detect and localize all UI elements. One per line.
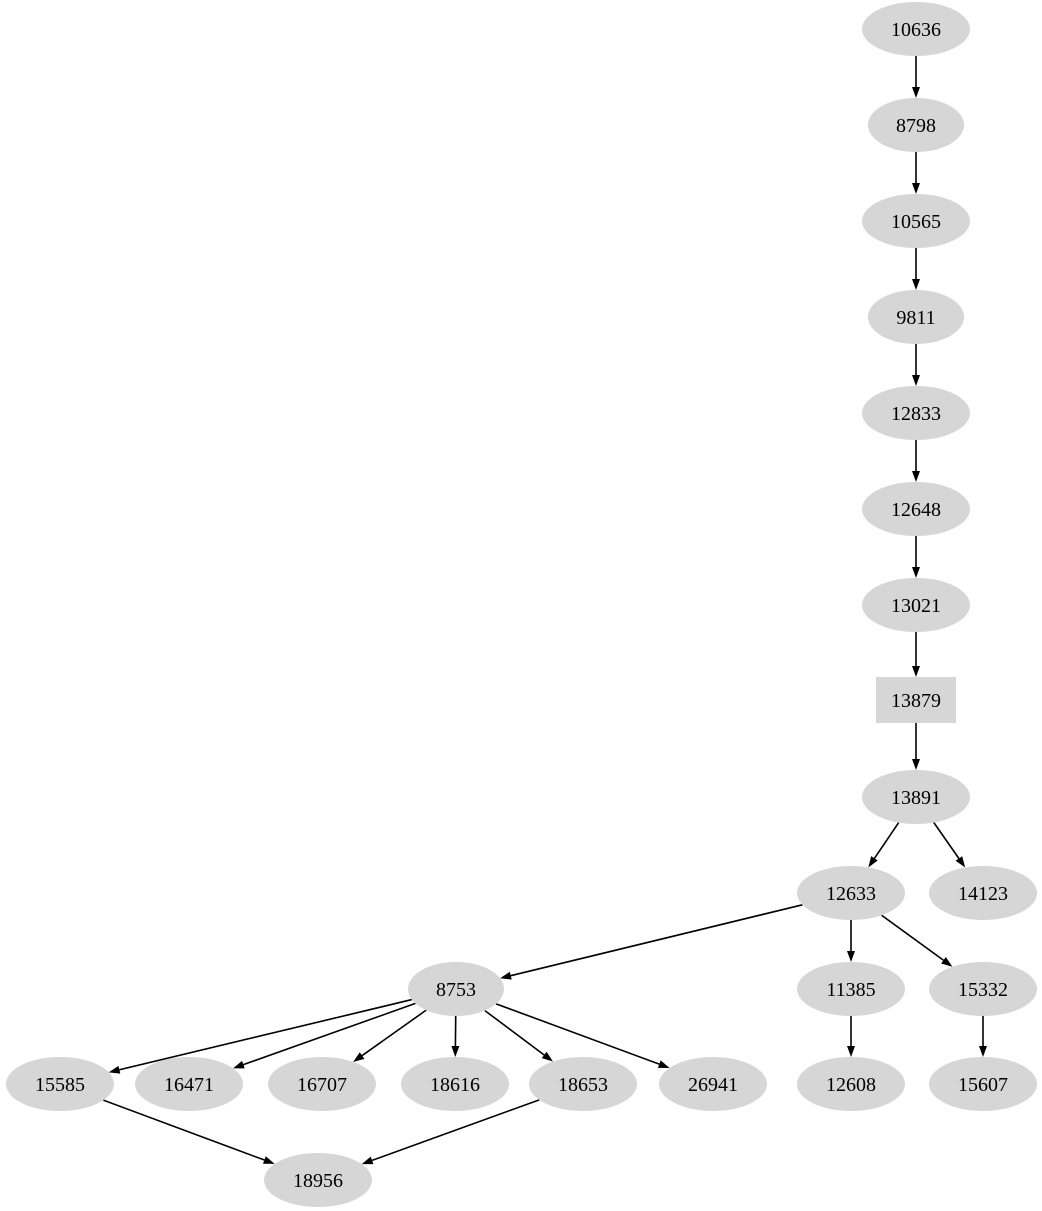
edge-arrowhead [451, 1045, 460, 1057]
node-ellipse-shape [268, 1057, 376, 1111]
edges-layer [103, 56, 987, 1165]
graph-edge [912, 723, 920, 770]
graph-edge [912, 248, 920, 290]
graph-node-11385[interactable]: 11385 [797, 962, 905, 1016]
edge-arrowhead [500, 971, 512, 980]
graph-edge [353, 1009, 427, 1062]
edge-arrowhead [353, 1052, 365, 1062]
edge-arrowhead [847, 1046, 855, 1057]
node-box-shape [876, 677, 956, 723]
edge-arrowhead [262, 1156, 275, 1164]
edge-arrowhead [912, 87, 920, 98]
node-ellipse-shape [797, 1057, 905, 1111]
graph-node-15607[interactable]: 15607 [929, 1057, 1037, 1111]
edge-arrowhead [912, 567, 920, 578]
graph-edge [847, 920, 855, 962]
node-ellipse-shape [862, 578, 970, 632]
graph-node-15585[interactable]: 15585 [6, 1057, 114, 1111]
graph-node-16707[interactable]: 16707 [268, 1057, 376, 1111]
graph-node-10636[interactable]: 10636 [862, 2, 970, 56]
graph-node-12648[interactable]: 12648 [862, 482, 970, 536]
graph-node-18653[interactable]: 18653 [529, 1057, 637, 1111]
node-ellipse-shape [264, 1153, 372, 1207]
graph-edge [500, 904, 803, 980]
edge-arrowhead [912, 375, 920, 386]
graph-node-8798[interactable]: 8798 [868, 98, 964, 152]
node-ellipse-shape [797, 866, 905, 920]
graph-edge [881, 914, 953, 967]
node-ellipse-shape [135, 1057, 243, 1111]
graph-edge [108, 998, 413, 1074]
node-ellipse-shape [862, 2, 970, 56]
edge-arrowhead [657, 1060, 670, 1068]
graph-edge [451, 1015, 460, 1057]
graph-node-15332[interactable]: 15332 [929, 962, 1037, 1016]
graph-node-16471[interactable]: 16471 [135, 1057, 243, 1111]
node-ellipse-shape [408, 962, 504, 1016]
graph-node-13021[interactable]: 13021 [862, 578, 970, 632]
graph-edge [233, 1002, 416, 1069]
graph-edge [912, 344, 920, 386]
graph-node-12608[interactable]: 12608 [797, 1057, 905, 1111]
edge-arrowhead [847, 951, 855, 962]
node-ellipse-shape [868, 290, 964, 344]
node-ellipse-shape [6, 1057, 114, 1111]
node-ellipse-shape [862, 482, 970, 536]
edge-arrowhead [868, 856, 878, 868]
node-ellipse-shape [659, 1057, 767, 1111]
graph-node-8753[interactable]: 8753 [408, 962, 504, 1016]
node-ellipse-shape [401, 1057, 509, 1111]
node-ellipse-shape [862, 386, 970, 440]
graph-edge [495, 1003, 670, 1068]
edge-arrowhead [912, 279, 920, 290]
edge-arrowhead [108, 1065, 121, 1074]
graph-node-12633[interactable]: 12633 [797, 866, 905, 920]
edge-arrowhead [912, 759, 920, 770]
graph-node-18956[interactable]: 18956 [264, 1153, 372, 1207]
graph-edge [933, 822, 966, 868]
graph-edge [484, 1009, 553, 1062]
graph-edge [361, 1099, 540, 1165]
graph-node-10565[interactable]: 10565 [862, 194, 970, 248]
graph-node-18616[interactable]: 18616 [401, 1057, 509, 1111]
edge-arrowhead [361, 1156, 374, 1165]
graph-node-13879[interactable]: 13879 [876, 677, 956, 723]
node-ellipse-shape [929, 866, 1037, 920]
node-ellipse-shape [929, 1057, 1037, 1111]
graph-edge [912, 56, 920, 98]
graph-edge [979, 1016, 987, 1057]
node-ellipse-shape [529, 1057, 637, 1111]
edge-arrowhead [955, 856, 966, 868]
edge-arrowhead [979, 1046, 987, 1057]
graph-edge [912, 440, 920, 482]
node-ellipse-shape [797, 962, 905, 1016]
edge-arrowhead [541, 1051, 553, 1062]
nodes-layer: 10636 8798 10565 9811 12833 12648 13021 13879 13… [6, 2, 1037, 1207]
graph-edge [103, 1099, 275, 1164]
graph-edge [912, 152, 920, 194]
edge-arrowhead [912, 666, 920, 677]
graph-edge [912, 536, 920, 578]
edge-arrowhead [233, 1060, 245, 1069]
node-ellipse-shape [862, 770, 970, 824]
graph-node-14123[interactable]: 14123 [929, 866, 1037, 920]
edge-arrowhead [941, 957, 953, 967]
edge-arrowhead [912, 183, 920, 194]
graph-edge [868, 822, 900, 868]
node-ellipse-shape [862, 194, 970, 248]
graph-node-12833[interactable]: 12833 [862, 386, 970, 440]
graph-edge [912, 632, 920, 677]
graph-edge [847, 1016, 855, 1057]
node-ellipse-shape [868, 98, 964, 152]
graph-node-26941[interactable]: 26941 [659, 1057, 767, 1111]
graph-node-13891[interactable]: 13891 [862, 770, 970, 824]
edge-arrowhead [912, 471, 920, 482]
graph-node-9811[interactable]: 9811 [868, 290, 964, 344]
node-ellipse-shape [929, 962, 1037, 1016]
